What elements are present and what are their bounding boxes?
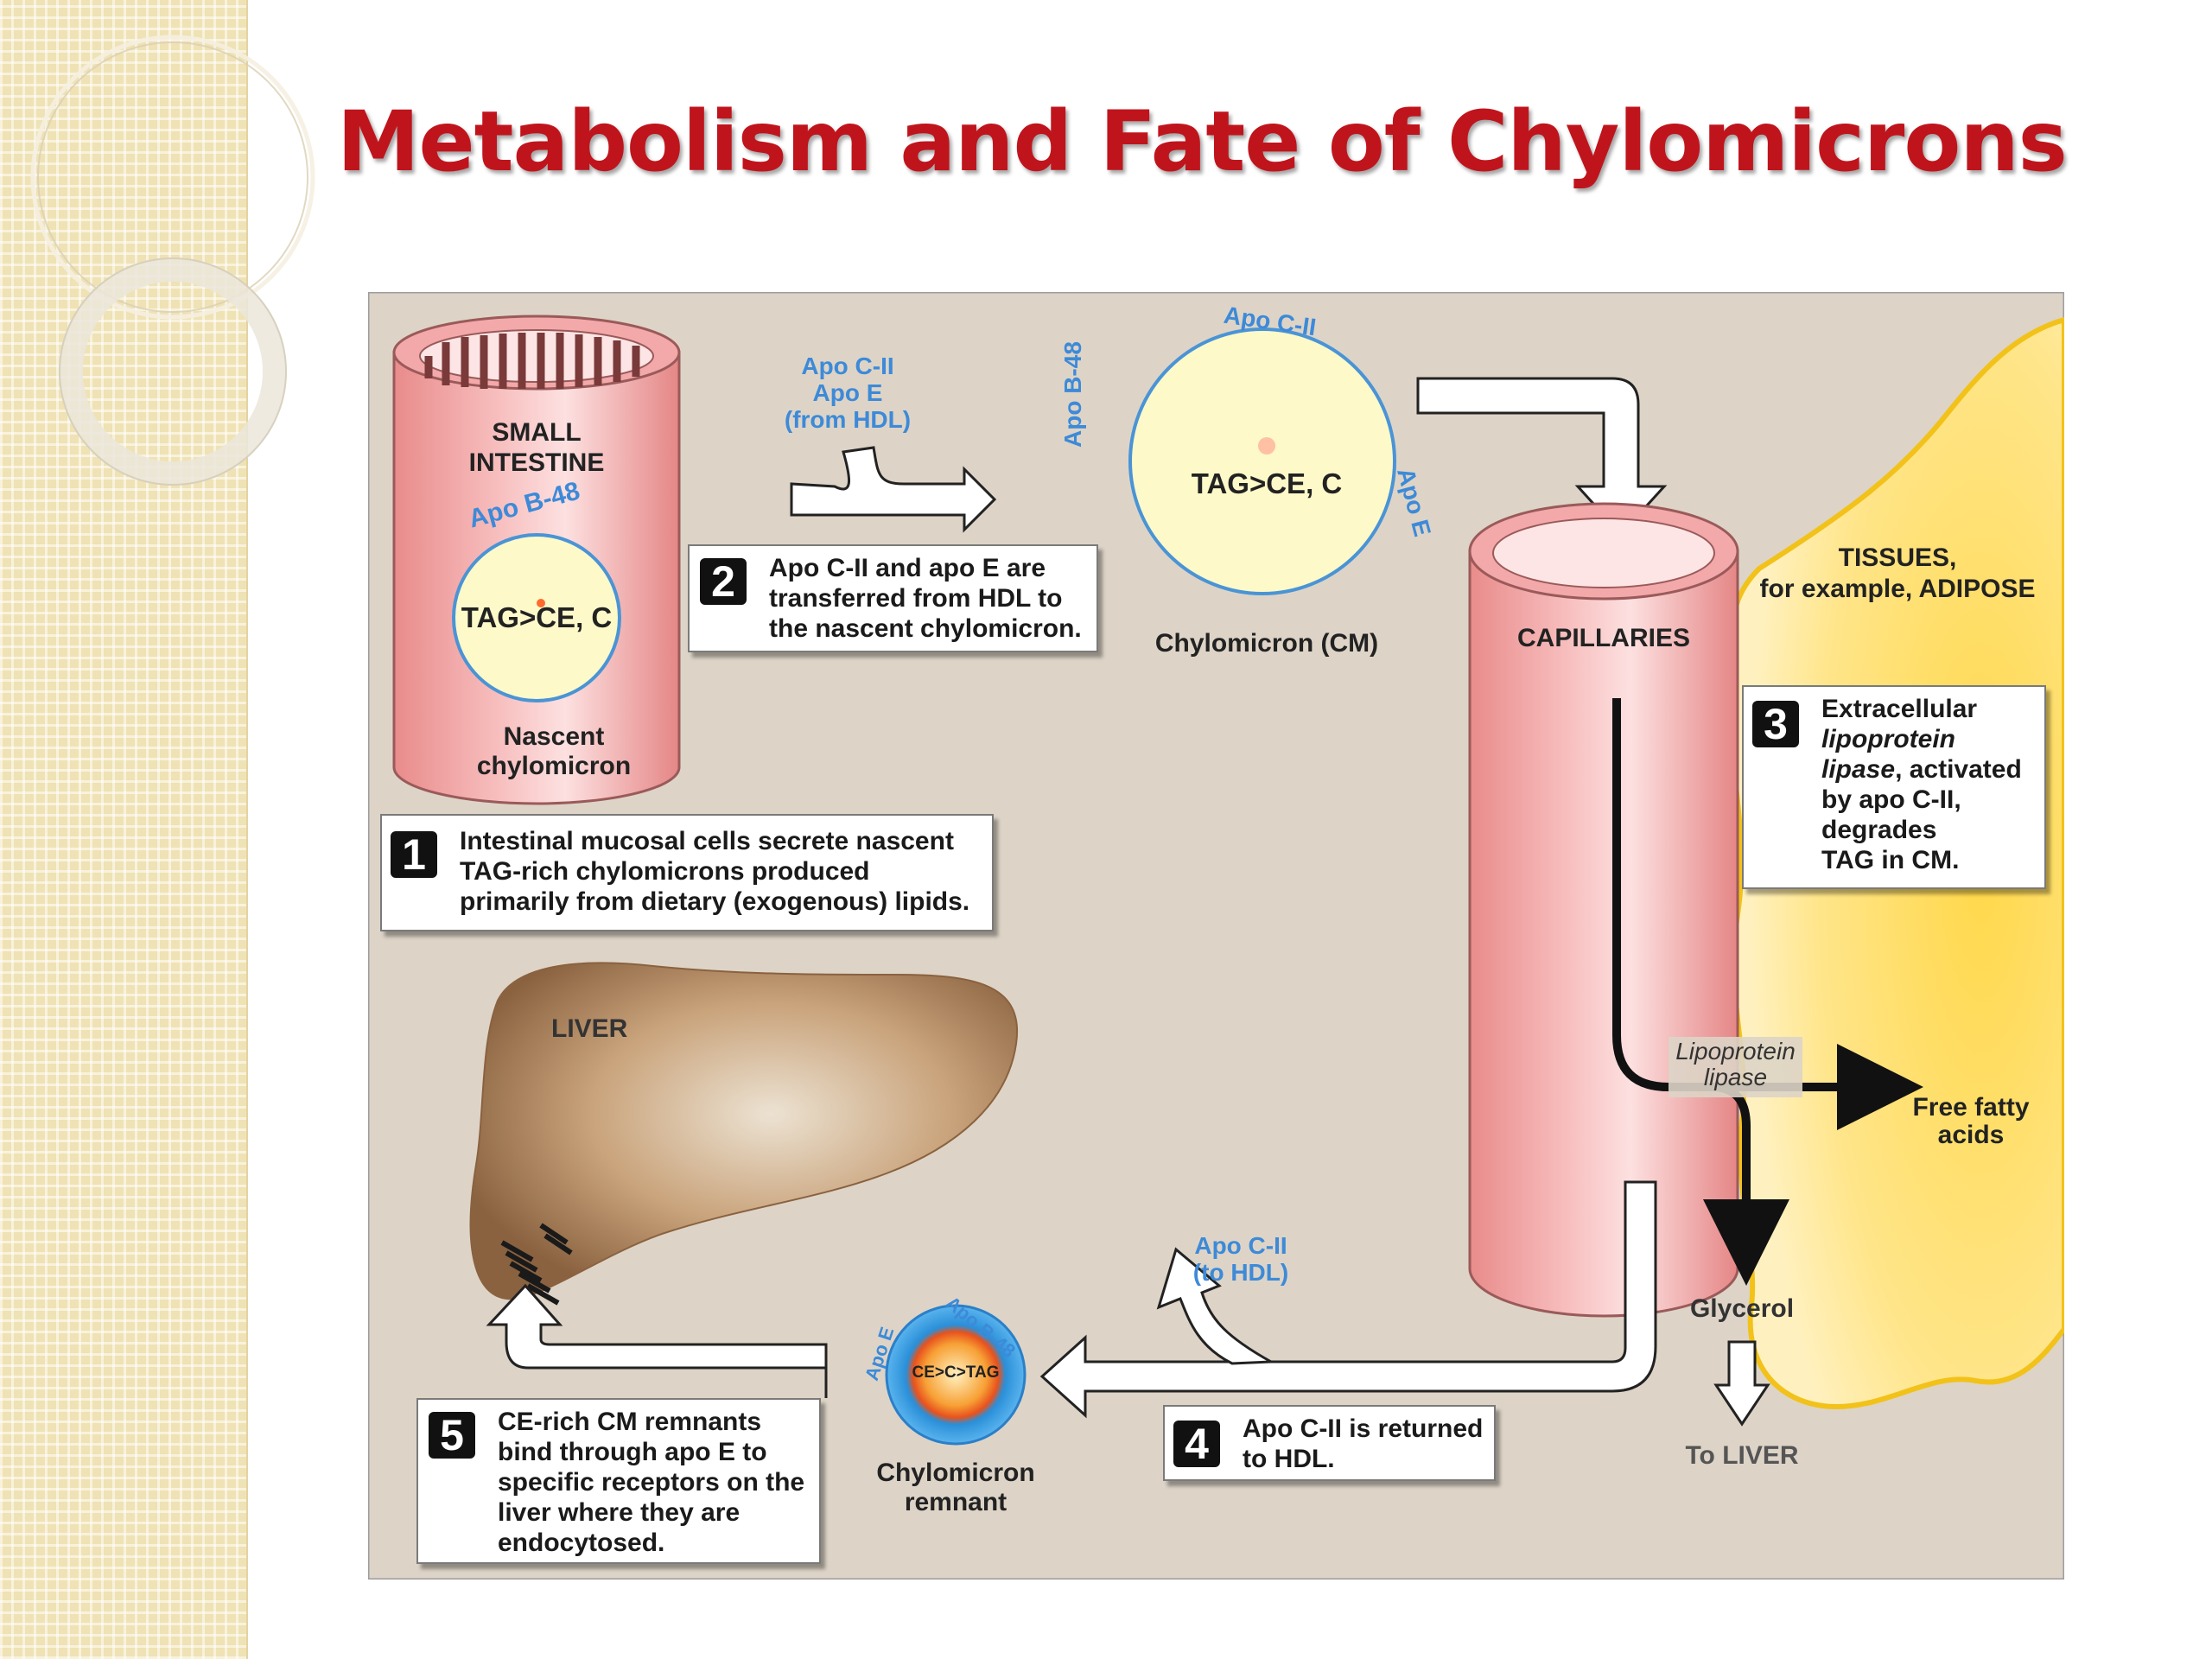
liver [469,962,1019,1300]
step-3-line-4: by apo C-II, [1821,785,1961,814]
capillary-vessel [1468,502,1739,1318]
nascent-chylomicron-label: Nascent chylomicron [476,722,632,780]
to-liver-remnant-arrow [486,1283,828,1398]
nascent-core-label: TAG>CE, C [461,601,613,633]
decorative-rings [30,35,315,486]
tissues-label: TISSUES, for example, ADIPOSE [1759,543,2036,603]
step-3-box: 3 Extracellular lipoprotein lipase, acti… [1742,685,2046,889]
lipase-label: Lipoprotein lipase [1675,1038,1796,1090]
step-1-text: Intestinal mucosal cells secrete nascent… [460,827,970,916]
remnant-core-label: CE>C>TAG [912,1363,1000,1382]
remnant-label: Chylomicron remnant [876,1459,1035,1516]
step-3-line-6: TAG in CM. [1821,846,1960,874]
chylomicron-remnant [885,1304,1027,1446]
to-liver-label: To LIVER [1685,1441,1799,1470]
apo-cii-return-arrow [1156,1247,1276,1365]
step-2-number: 2 [700,558,747,605]
cm-apo-b48-label: Apo B-48 [1059,341,1086,448]
step-4-number: 4 [1173,1421,1220,1467]
step-3-line-1: Extracellular [1821,695,1978,723]
return-arrow [1039,1180,1657,1419]
cm-label: Chylomicron (CM) [1154,629,1379,658]
step-5-box: 5 CE-rich CM remnants bind through apo E… [416,1398,821,1564]
apo-from-hdl-label: Apo C-II Apo E (from HDL) [784,353,912,433]
chylomicron-cm [1128,327,1396,595]
step-5-text: CE-rich CM remnants bind through apo E t… [498,1408,805,1557]
glycerol-label: Glycerol [1689,1294,1795,1323]
step-3-text: Extracellular lipoprotein lipase, activa… [1821,694,2022,875]
ffa-arrow [1612,698,1923,1130]
step-3-line-5: degrades [1821,816,1937,844]
to-liver-arrow [1713,1340,1770,1427]
apo-to-hdl-label: Apo C-II (to HDL) [1192,1232,1289,1286]
into-capillaries-arrow [1416,377,1668,537]
nascent-chylomicron [452,533,621,702]
slide-title: Metabolism and Fate of Chylomicrons [337,93,2068,190]
cm-core-label: TAG>CE, C [1191,467,1343,499]
transfer-arrow [790,446,997,533]
free-fatty-acids-label: Free fatty acids [1912,1093,2030,1149]
step-2-box: 2 Apo C-II and apo E are transferred fro… [688,544,1098,652]
liver-receptors [500,1223,573,1306]
step-4-text: Apo C-II is returned to HDL. [1243,1414,1484,1473]
step-3-line-3: lipase, activated [1821,755,2022,784]
liver-label: LIVER [551,1014,628,1043]
step-1-box: 1 Intestinal mucosal cells secrete nasce… [380,814,994,931]
small-intestine-label: SMALL INTESTINE [468,418,605,477]
step-4-box: 4 Apo C-II is returned to HDL. [1163,1405,1496,1481]
step-3-line-2: lipoprotein [1821,725,1955,753]
step-3-number: 3 [1752,701,1799,747]
capillaries-label: CAPILLARIES [1516,624,1690,652]
step-2-text: Apo C-II and apo E are transferred from … [769,554,1082,643]
step-1-number: 1 [391,831,437,878]
step-5-number: 5 [429,1412,475,1459]
chylomicron-diagram: SMALL INTESTINE CAPILLARIES TISSUES, for… [368,292,2064,1580]
